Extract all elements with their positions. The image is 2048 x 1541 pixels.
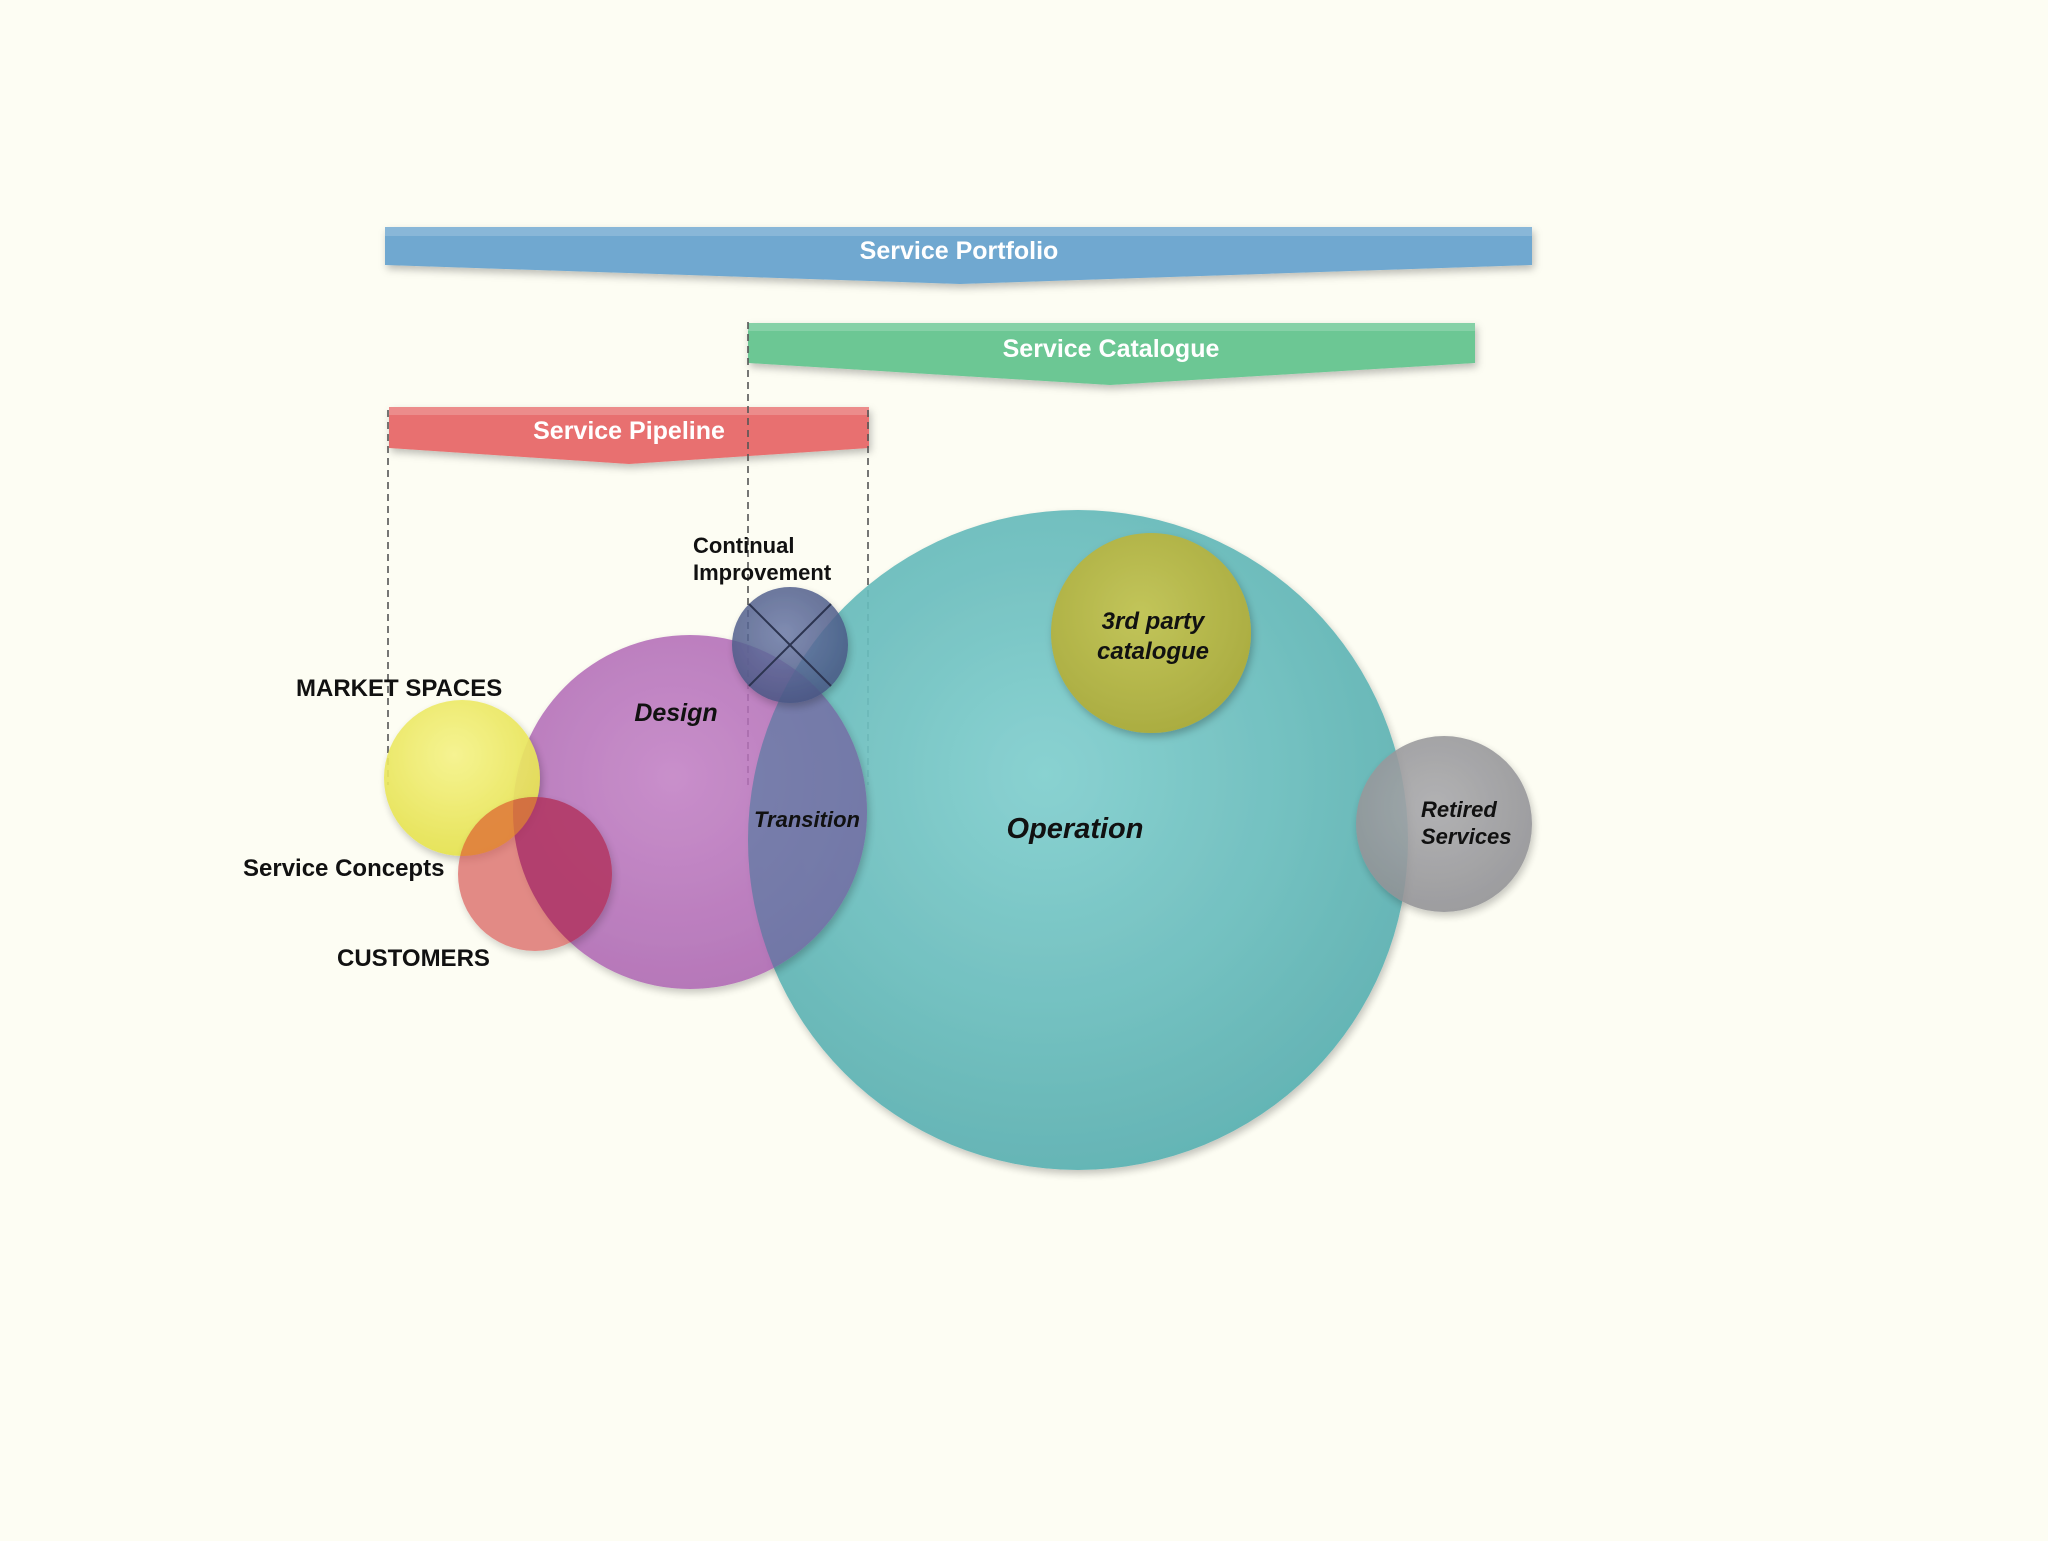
customers-design-overlap	[513, 797, 612, 951]
catalogue-banner-shape	[748, 323, 1475, 385]
service-catalogue-banner	[748, 323, 1475, 385]
customers-market-overlap	[458, 797, 540, 856]
continual-improvement-symbol	[732, 587, 848, 703]
customers-label: CUSTOMERS	[337, 945, 490, 972]
continual-label-line2: Improvement	[693, 560, 832, 585]
retired-label-line2: Services	[1421, 824, 1512, 849]
pipeline-label: Service Pipeline	[533, 417, 725, 445]
third-party-label-line2: catalogue	[1097, 638, 1209, 665]
transition-label: Transition	[754, 807, 860, 832]
third-party-circle	[1051, 533, 1251, 733]
operation-circle	[748, 510, 1408, 1170]
portfolio-banner-shape	[385, 227, 1532, 284]
cross-line-2	[748, 603, 832, 687]
service-portfolio-banner	[385, 227, 1532, 284]
operation-label: Operation	[1007, 813, 1144, 845]
catalogue-label: Service Catalogue	[1003, 335, 1220, 363]
retired-label-line1: Retired	[1421, 797, 1497, 822]
design-label: Design	[634, 699, 717, 727]
continual-label-line1: Continual	[693, 533, 794, 558]
market-spaces-label: MARKET SPACES	[296, 675, 502, 702]
service-concepts-label: Service Concepts	[243, 855, 444, 882]
pipeline-banner-shape	[389, 407, 869, 464]
retired-services-circle	[1356, 736, 1532, 912]
third-party-label-line1: 3rd party	[1102, 608, 1206, 635]
service-pipeline-banner	[389, 407, 869, 464]
portfolio-label: Service Portfolio	[860, 237, 1059, 265]
